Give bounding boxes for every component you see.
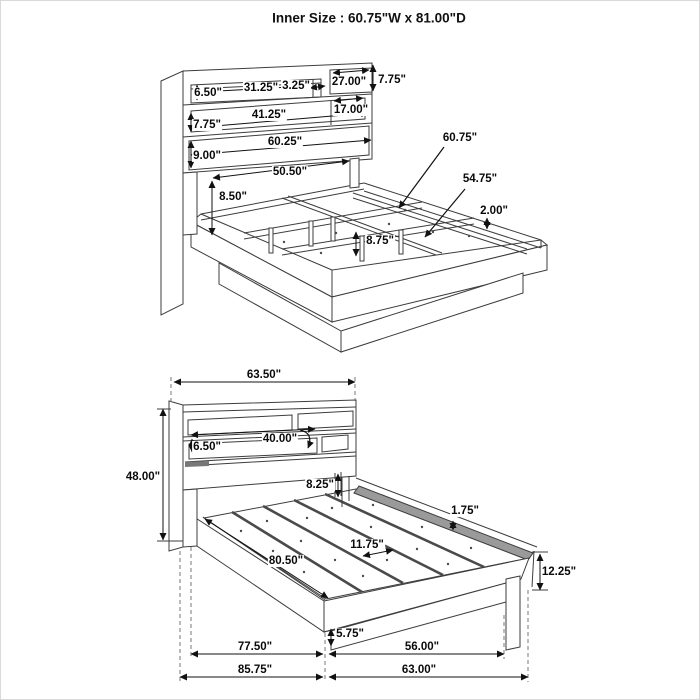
dim-top-compartment2-width: 17.00" [332,103,370,117]
dim-top-inner-width: 60.75" [441,131,479,145]
dim-top-rail-thickness: 2.00" [479,204,509,218]
dim-bottom-deck-length: 80.50" [267,554,305,568]
top-right-leg [349,157,360,189]
page-title: Inner Size : 60.75"W x 81.00"D [272,10,466,26]
dim-top-compartment1-width: 27.00" [330,75,368,89]
dim-top-shelf1-height: 6.50" [193,86,223,100]
top-inner-rail [352,192,528,255]
bottom-compartment2 [321,434,349,453]
dim-bottom-inner-width: 56.00" [403,640,441,654]
dim-bottom-headboard-width: 63.50" [245,368,283,382]
dim-top-legs-span: 50.50" [271,165,309,179]
bottom-shelf-front-edge [184,451,357,467]
dim-bottom-opening-height: 6.50" [192,440,222,454]
top-support-legs [268,216,404,262]
bottom-far-rail-end [531,550,535,588]
top-left-leg [182,171,198,236]
dim-top-inner-rail-length: 54.75" [461,172,499,186]
dim-top-panel-height: 9.00" [192,149,222,163]
dim-bottom-slat-spacing: 11.75" [349,538,385,552]
dim-bottom-rail-lip: 1.75" [450,504,480,518]
bottom-compartment1 [297,410,354,430]
top-plinth-foot [340,272,524,353]
dim-top-shelf2-width: 41.25" [250,108,288,122]
dim-bottom-shelf-width: 40.00" [261,432,299,446]
dim-top-shelf1-gap: 3.25" [281,79,311,93]
bottom-led-strip [185,461,209,467]
dim-bottom-headboard-height: 48.00" [124,470,162,484]
dim-top-panel-width: 60.25" [266,135,304,149]
top-headboard-side-panel [160,70,184,316]
bottom-headboard-top-band [182,406,357,413]
dim-bottom-base-gap: 8.25" [305,478,335,492]
top-far-rail [363,182,542,249]
dim-bottom-overall-width: 63.00" [400,663,438,677]
dim-top-support-height: 8.75" [365,234,395,248]
top-center-rail [281,195,443,256]
dim-bottom-plinth-height: 5.75" [335,627,365,641]
bottom-headboard-side-panel [168,400,184,552]
bottom-dimension-arrows [159,378,544,681]
bottom-left-leg [182,488,198,548]
bottom-right-leg [505,575,521,651]
bottom-right-headboard-leg [341,476,350,507]
dim-top-shelf1-width: 31.25" [242,81,280,95]
dim-bottom-side-height: 12.25" [540,565,578,579]
dim-bottom-overall-length: 85.75" [236,663,274,677]
dim-top-leg-height: 8.50" [218,190,248,204]
dim-top-section1-height: 7.75" [377,73,407,87]
top-foot-rail-face [331,244,548,323]
dim-bottom-inner-length: 77.50" [236,640,274,654]
bottom-far-rail-outer [355,477,538,548]
dim-top-shelf2-height: 7.75" [192,118,222,132]
